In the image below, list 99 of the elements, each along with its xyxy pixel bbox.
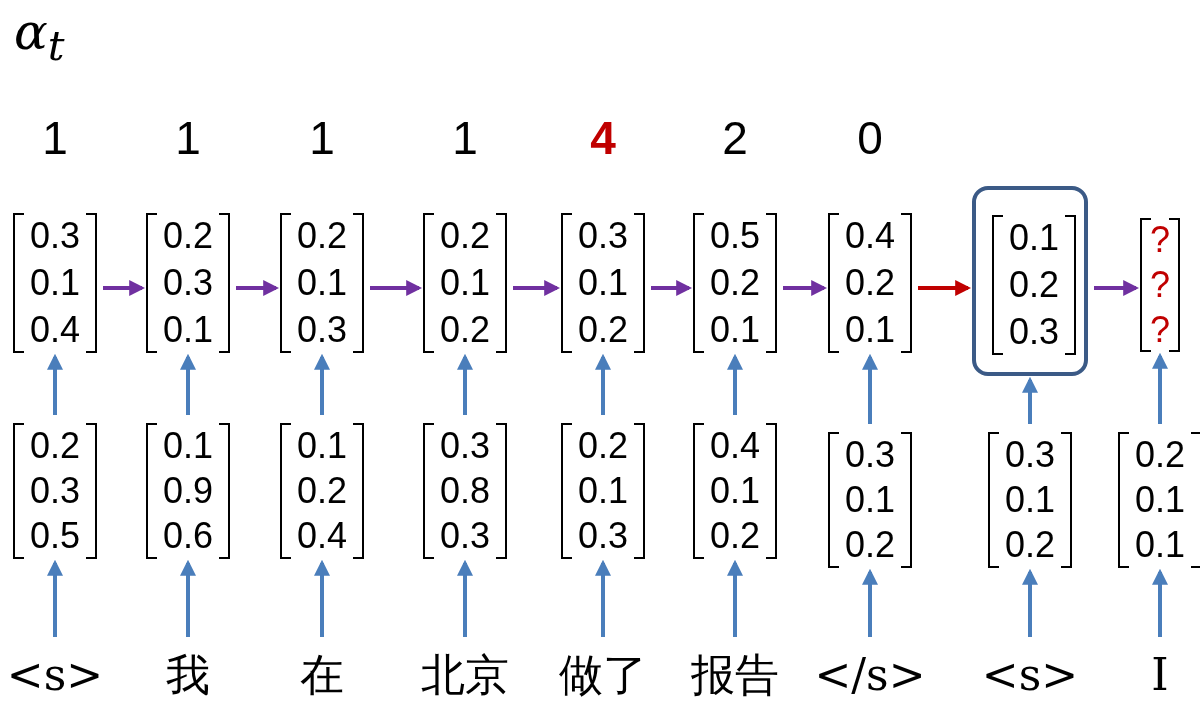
arrow <box>783 280 828 296</box>
attention-count: 1 <box>308 111 336 166</box>
vector-value: 0.3 <box>577 216 628 257</box>
arrow <box>1022 568 1038 637</box>
vector-value: 0.2 <box>1008 265 1059 305</box>
vector-value: 0.3 <box>844 434 895 475</box>
vector-value: 0.1 <box>162 309 213 350</box>
vector-value: 0.3 <box>1008 311 1059 352</box>
vector-value: 0.1 <box>1004 480 1055 520</box>
arrow <box>457 353 473 415</box>
attention-count: 1 <box>451 111 479 166</box>
title: α$_{t}$ <box>14 2 65 72</box>
vector-value: 0.2 <box>296 471 347 511</box>
vector-value: 0.2 <box>439 309 490 350</box>
vector-value: 0.1 <box>709 309 760 350</box>
vector-value: 0.4 <box>29 309 80 350</box>
vector-value: 0.1 <box>439 263 490 303</box>
vector-value: 0.2 <box>29 425 80 466</box>
arrow <box>513 280 561 296</box>
arrow <box>1152 568 1168 637</box>
vector-value: 0.9 <box>162 471 213 511</box>
vector-value: ? <box>1150 265 1170 305</box>
vector-value: 0.1 <box>29 263 80 303</box>
token-word: I <box>1100 645 1200 701</box>
vector-value: 0.1 <box>844 309 895 350</box>
vector-value: 0.4 <box>844 216 895 257</box>
token-word: 我 <box>128 645 248 701</box>
vector-value: 0.2 <box>162 216 213 257</box>
vector-value: 0.3 <box>439 425 490 466</box>
token-word: <s> <box>0 645 115 701</box>
vector-value: 0.2 <box>844 525 895 566</box>
vector-value: 0.1 <box>1134 525 1185 566</box>
arrow <box>103 280 146 296</box>
vector-value: 0.2 <box>709 516 760 557</box>
vector-value: 0.3 <box>29 471 80 511</box>
arrow <box>727 353 743 415</box>
arrow <box>314 353 330 415</box>
arrow <box>236 280 280 296</box>
token-word: 报告 <box>675 645 795 701</box>
vector-value: 0.2 <box>439 216 490 257</box>
token-word: 做了 <box>543 645 663 701</box>
arrow <box>727 559 743 637</box>
highlight-frame <box>972 186 1088 376</box>
vector-value: 0.3 <box>29 216 80 257</box>
arrow <box>862 353 878 424</box>
arrow <box>918 280 972 296</box>
attention-count: 0 <box>856 111 884 166</box>
arrow <box>47 353 63 415</box>
vector-value: 0.2 <box>577 425 628 466</box>
token-word: 在 <box>262 645 382 701</box>
vector-value: ? <box>1150 309 1170 350</box>
vector-value: 0.1 <box>709 471 760 511</box>
token-word: </s> <box>810 645 930 701</box>
vector-value: 0.1 <box>577 263 628 303</box>
attention-count: 1 <box>41 111 69 166</box>
arrow <box>651 280 693 296</box>
arrow <box>457 559 473 637</box>
token-word: <s> <box>970 645 1090 701</box>
vector-value: 0.1 <box>162 425 213 466</box>
vector-value: 0.1 <box>1008 218 1059 259</box>
arrow <box>314 559 330 637</box>
arrow <box>595 559 611 637</box>
attention-count: 2 <box>721 111 749 166</box>
vector-value: 0.1 <box>296 263 347 303</box>
vector-value: 0.6 <box>162 516 213 557</box>
vector-value: 0.1 <box>296 425 347 466</box>
arrow <box>1152 352 1168 424</box>
vector-value: 0.8 <box>439 471 490 511</box>
vector-value: 0.3 <box>162 263 213 303</box>
arrow <box>1094 280 1140 296</box>
vector-value: ? <box>1150 220 1170 261</box>
arrow <box>180 353 196 415</box>
vector-value: 0.1 <box>844 480 895 520</box>
vector-value: 0.3 <box>296 309 347 350</box>
vector-value: 0.3 <box>1004 434 1055 475</box>
attention-count: 4 <box>589 111 617 166</box>
arrow <box>370 280 423 296</box>
vector-value: 0.3 <box>577 516 628 557</box>
column-vector <box>1140 218 1180 352</box>
vector-value: 0.2 <box>709 263 760 303</box>
vector-value: 0.4 <box>296 516 347 557</box>
vector-value: 0.1 <box>577 471 628 511</box>
attention-count: 1 <box>174 111 202 166</box>
arrow <box>180 559 196 637</box>
token-word: 北京 <box>405 645 525 701</box>
arrow <box>862 568 878 637</box>
vector-value: 0.4 <box>709 425 760 466</box>
vector-value: 0.2 <box>296 216 347 257</box>
arrow <box>1022 376 1038 424</box>
arrow <box>595 353 611 415</box>
vector-value: 0.2 <box>1134 434 1185 475</box>
vector-value: 0.1 <box>1134 480 1185 520</box>
vector-value: 0.5 <box>709 216 760 257</box>
vector-value: 0.2 <box>1004 525 1055 566</box>
vector-value: 0.2 <box>844 263 895 303</box>
arrow <box>47 559 63 637</box>
vector-value: 0.2 <box>577 309 628 350</box>
vector-value: 0.5 <box>29 516 80 557</box>
vector-value: 0.3 <box>439 516 490 557</box>
